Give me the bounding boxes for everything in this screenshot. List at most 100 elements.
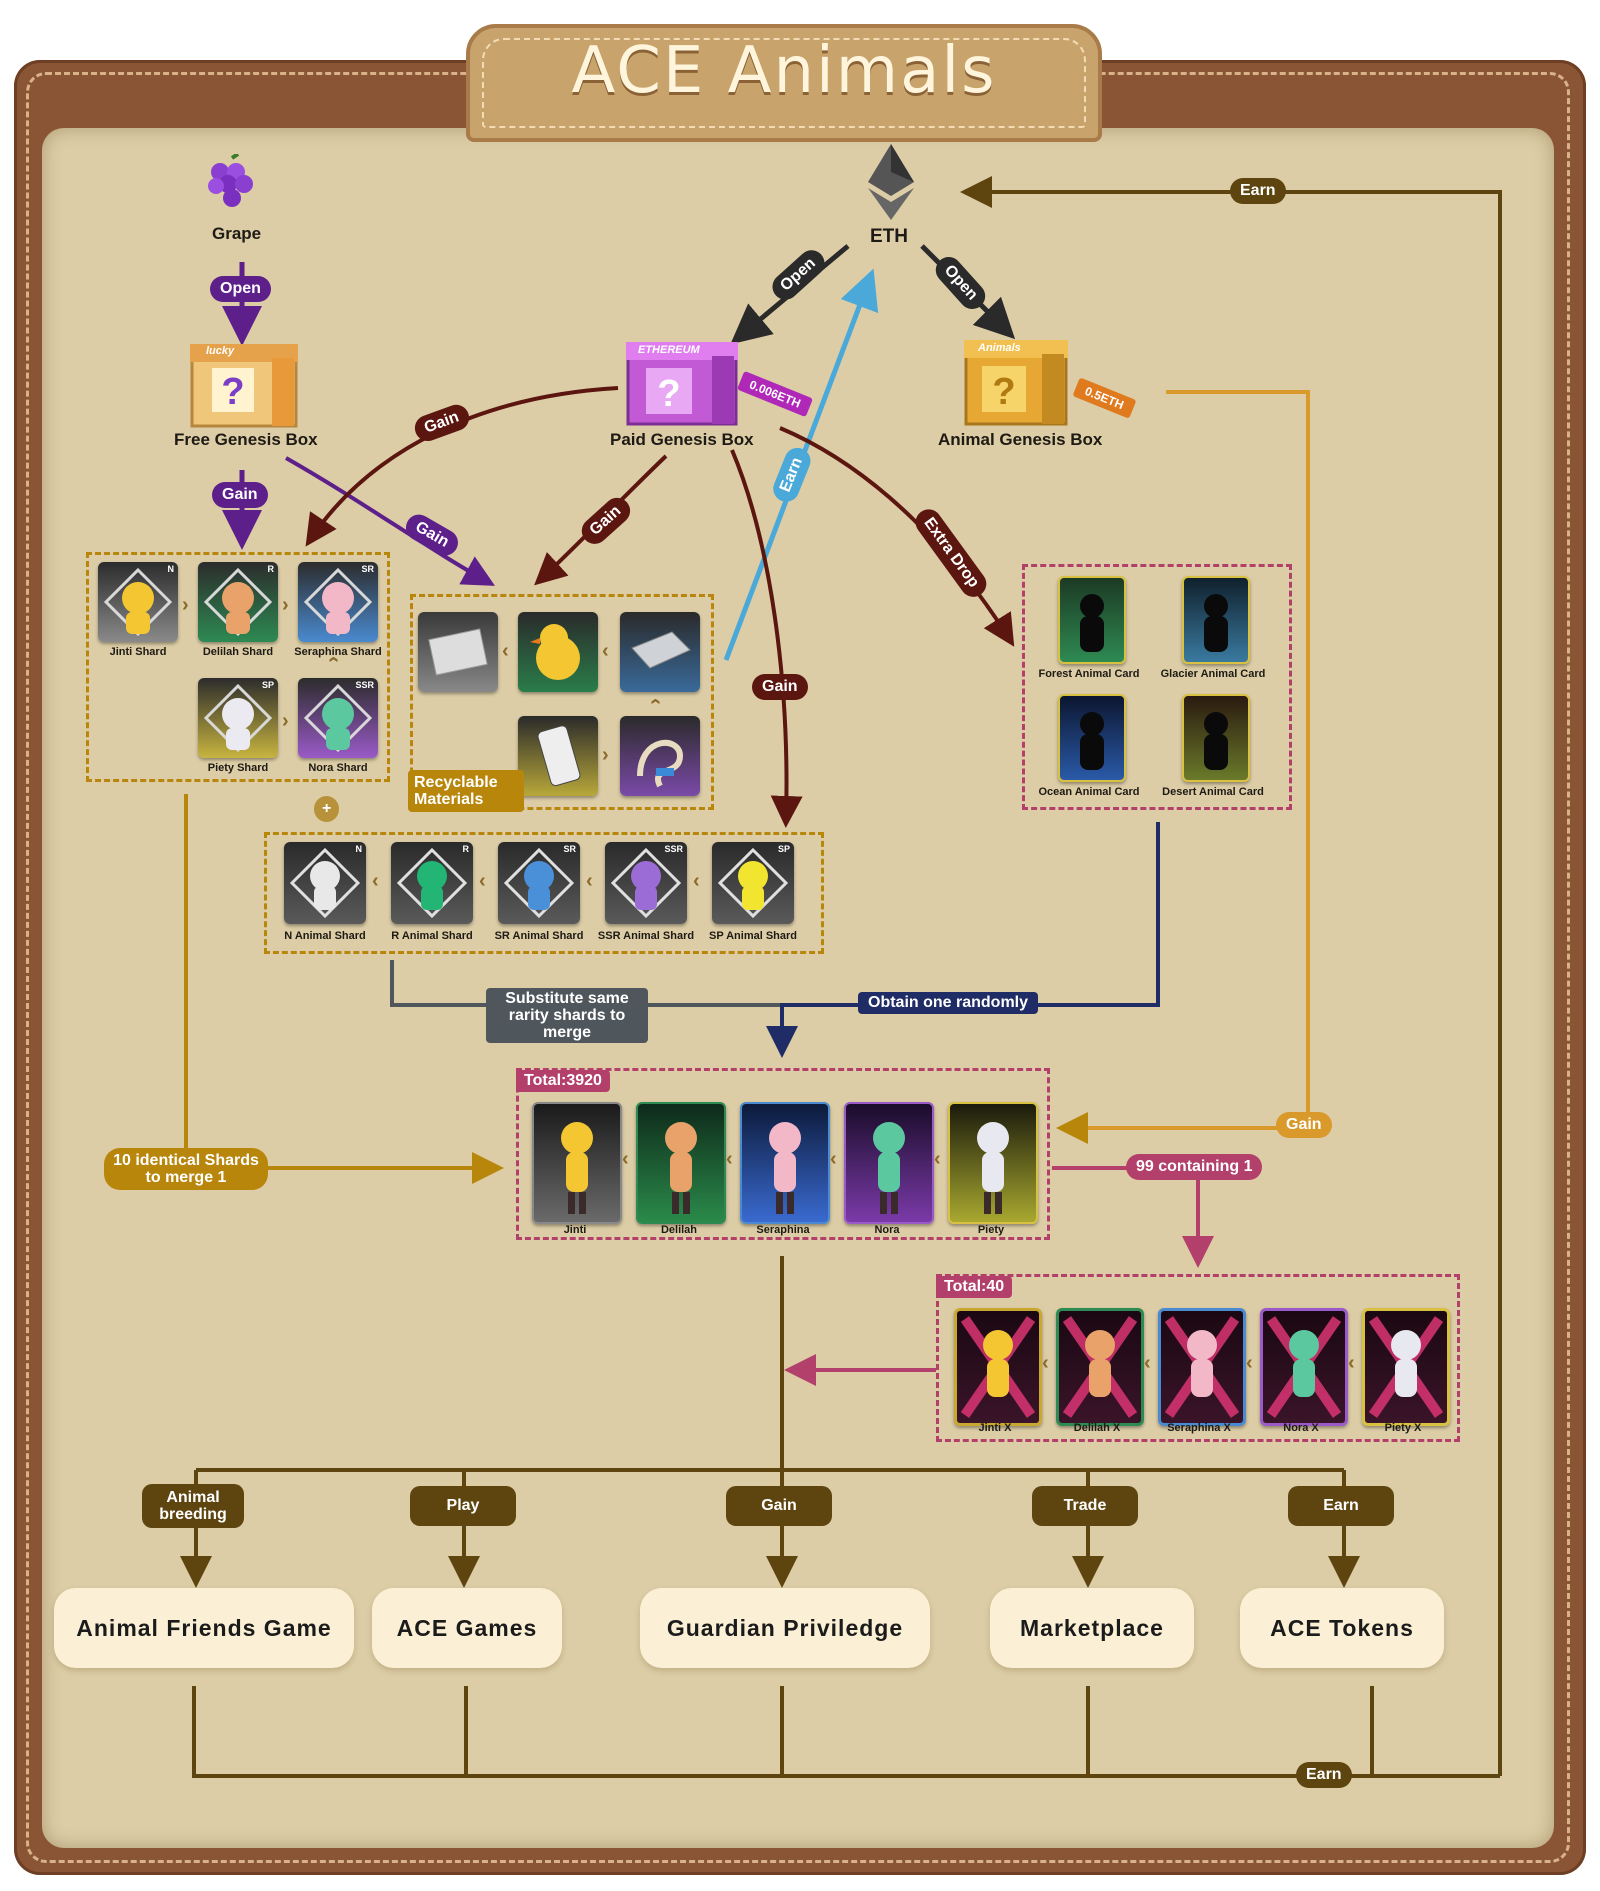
- character-shard-tile: R: [198, 562, 278, 642]
- dest-ace-games: ACE Games: [372, 1588, 562, 1668]
- animal-card-tile: [1058, 576, 1126, 664]
- character-card: [948, 1102, 1038, 1224]
- material-phone-icon: [518, 716, 598, 796]
- rarity-badge: N: [167, 564, 175, 574]
- x-character-arrow: ‹: [1348, 1352, 1355, 1374]
- silhouette-icon: [1204, 594, 1228, 652]
- dest-ace-tokens: ACE Tokens: [1240, 1588, 1444, 1668]
- animal-shard-silhouette: [610, 847, 682, 919]
- animal-card-label: Ocean Animal Card: [1038, 786, 1140, 798]
- x-character-card: [1056, 1308, 1144, 1426]
- shard-art: [203, 567, 273, 637]
- edge-substitute: Substitute same rarity shards to merge: [486, 988, 648, 1043]
- shard-arrow: ‹: [322, 656, 345, 663]
- shard-arrow: ›: [182, 594, 189, 616]
- grape-icon: [202, 152, 262, 210]
- character-card: [740, 1102, 830, 1224]
- character-arrow: ‹: [830, 1148, 837, 1170]
- character-label: Jinti: [563, 1224, 587, 1236]
- character-shard-tile: SSR: [298, 678, 378, 758]
- character-shard-label: Piety Shard: [207, 762, 269, 774]
- eth-label: ETH: [870, 226, 908, 247]
- character-art: [769, 1122, 801, 1214]
- paid-genesis-box-label: Paid Genesis Box: [610, 430, 754, 449]
- shard-arrow: ›: [282, 710, 289, 732]
- eth-icon: [866, 144, 916, 220]
- character-shards-group: [86, 552, 390, 782]
- rarity-badge: SR: [361, 564, 374, 574]
- rarity-badge: SP: [777, 844, 790, 854]
- x-character-card: [1362, 1308, 1450, 1426]
- character-label: Delilah: [660, 1224, 698, 1236]
- character-label: Nora: [874, 1224, 900, 1236]
- x-character-card: [1260, 1308, 1348, 1426]
- rarity-badge: R: [462, 844, 470, 854]
- animal-shard-silhouette: [289, 847, 361, 919]
- animal-shards-group: [264, 832, 824, 954]
- character-art: [665, 1122, 697, 1214]
- shard-art: [203, 683, 273, 753]
- branch-earn: Earn: [1288, 1486, 1394, 1526]
- animal-card-label: Desert Animal Card: [1162, 786, 1264, 798]
- characters-total: Total:3920: [516, 1070, 610, 1092]
- free-genesis-box-icon: ? lucky: [190, 342, 298, 428]
- character-label: Seraphina: [756, 1224, 810, 1236]
- character-art: [977, 1122, 1009, 1214]
- animal-shard-tile: N: [284, 842, 366, 924]
- animal-shard-tile: SR: [498, 842, 580, 924]
- title-tab: [466, 24, 1102, 142]
- character-shard-label: Nora Shard: [308, 762, 368, 774]
- animal-box-art-label: Animals: [978, 342, 1021, 354]
- animal-shard-label: N Animal Shard: [284, 930, 366, 942]
- character-shard-label: Seraphina Shard: [294, 646, 382, 658]
- edge-obtain-random: Obtain one randomly: [858, 992, 1039, 1014]
- branch-play: Play: [410, 1486, 516, 1526]
- animal-card-tile: [1058, 694, 1126, 782]
- animal-shard-arrow: ‹: [479, 870, 486, 892]
- recyclable-label: Recyclable Materials: [408, 770, 524, 812]
- x-character-label: Piety X: [1384, 1422, 1422, 1434]
- x-character-arrow: ‹: [1246, 1352, 1253, 1374]
- rarity-badge: R: [267, 564, 275, 574]
- x-character-arrow: ‹: [1042, 1352, 1049, 1374]
- svg-text:?: ?: [992, 371, 1015, 413]
- character-shard-label: Delilah Shard: [202, 646, 274, 658]
- animal-genesis-box-label: Animal Genesis Box: [938, 430, 1103, 449]
- animal-shard-silhouette: [717, 847, 789, 919]
- free-genesis-box-label: Free Genesis Box: [174, 430, 318, 449]
- character-arrow: ‹: [726, 1148, 733, 1170]
- character-art: [561, 1122, 593, 1214]
- x-characters-group: [936, 1274, 1460, 1442]
- shard-arrow: ›: [282, 594, 289, 616]
- rarity-badge: SP: [261, 680, 274, 690]
- character-shard-tile: SR: [298, 562, 378, 642]
- animal-shard-silhouette: [503, 847, 575, 919]
- animal-shard-tile: SP: [712, 842, 794, 924]
- material-arrow-2: ‹: [602, 640, 609, 662]
- silhouette-icon: [1080, 594, 1104, 652]
- rarity-badge: SSR: [664, 844, 683, 854]
- character-card: [844, 1102, 934, 1224]
- x-character-label: Seraphina X: [1167, 1422, 1231, 1434]
- material-arrow-1: ‹: [502, 640, 509, 662]
- x-characters-total: Total:40: [936, 1276, 1013, 1298]
- character-arrow: ‹: [622, 1148, 629, 1170]
- x-character-art: [1368, 1316, 1444, 1418]
- edge-open-grape: Open: [210, 276, 271, 302]
- x-character-label: Delilah X: [1073, 1422, 1121, 1434]
- animal-shard-label: SP Animal Shard: [708, 930, 798, 942]
- svg-text:?: ?: [221, 371, 244, 413]
- material-cable-icon: [620, 716, 700, 796]
- rarity-badge: SR: [563, 844, 576, 854]
- material-metal-icon: [620, 612, 700, 692]
- x-character-card: [1158, 1308, 1246, 1426]
- animal-shard-tile: R: [391, 842, 473, 924]
- paid-box-art-label: ETHEREUM: [638, 344, 700, 356]
- page-title: ACE Animals: [571, 34, 997, 108]
- characters-group: [516, 1068, 1050, 1240]
- shard-art: [303, 683, 373, 753]
- character-card: [636, 1102, 726, 1224]
- dest-marketplace: Marketplace: [990, 1588, 1194, 1668]
- animal-shard-arrow: ‹: [586, 870, 593, 892]
